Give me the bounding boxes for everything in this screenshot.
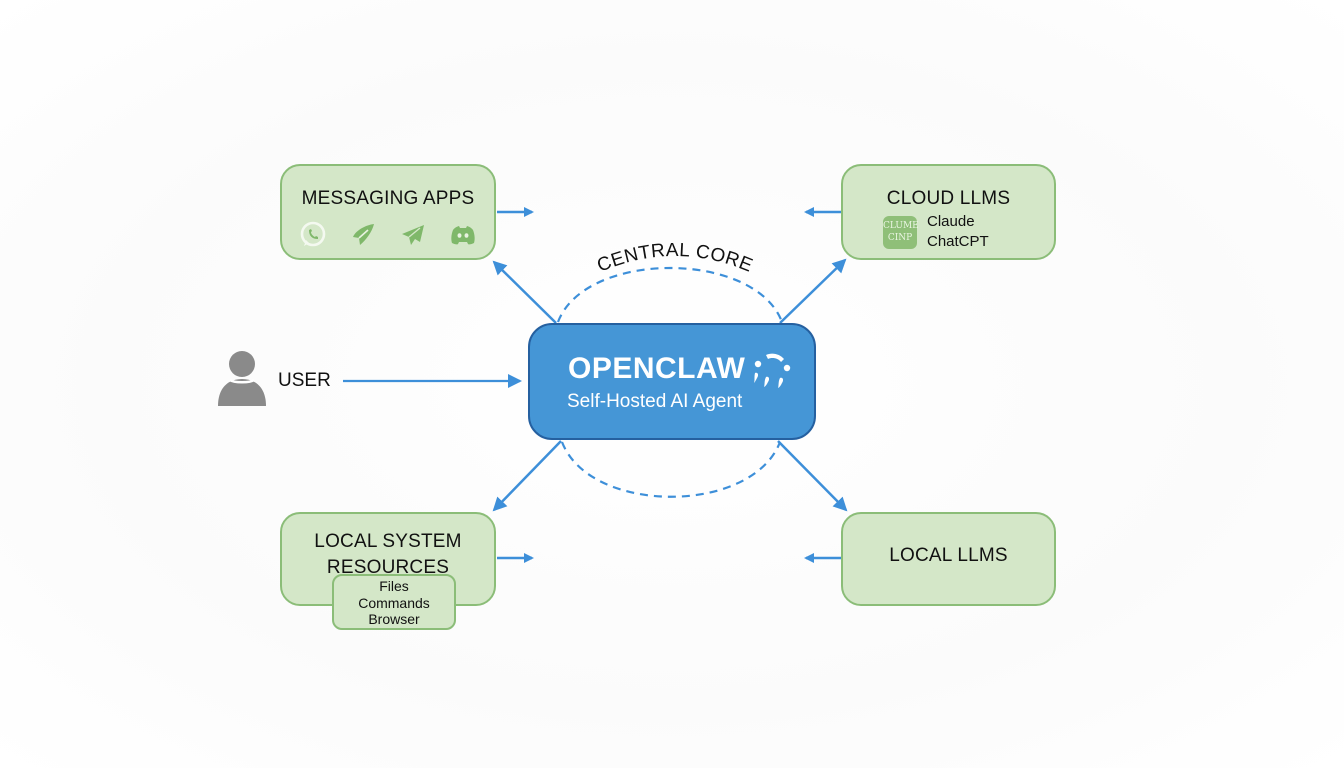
central-core-label: CENTRAL CORE: [594, 240, 756, 277]
cloud-model-badge-icon: CLUME CINP: [883, 216, 919, 249]
title-line: RESOURCES: [326, 557, 450, 578]
node-messaging-apps[interactable]: MESSAGING APPS: [280, 164, 496, 260]
whatsapp-icon: [300, 221, 326, 247]
cloud-model-list: Claude ChatCPT: [927, 212, 989, 252]
edge-core-to-local-system: [492, 440, 562, 512]
signal-paper-plane-icon: [353, 224, 374, 245]
telegram-icon: [402, 225, 424, 245]
node-local-llms[interactable]: LOCAL LLMS: [841, 512, 1056, 606]
core-title: OPENCLAW: [568, 352, 746, 385]
model-chatgpt: ChatCPT: [927, 233, 989, 250]
badge-line: CINP: [887, 233, 913, 243]
node-title: LOCAL SYSTEM RESOURCES: [282, 529, 494, 581]
node-title: MESSAGING APPS: [301, 188, 475, 209]
resource-commands: Commands: [358, 594, 430, 611]
core-subtitle: Self-Hosted AI Agent: [567, 391, 743, 412]
discord-icon: [451, 226, 475, 245]
node-title: LOCAL LLMS: [889, 545, 1008, 566]
node-openclaw-core[interactable]: OPENCLAW Self-Hosted AI Agent: [528, 323, 816, 440]
node-cloud-llms[interactable]: CLOUD LLMS CLUME CINP Claude ChatCPT: [841, 164, 1056, 260]
claw-dots-icon: [754, 353, 791, 388]
user-label: USER: [278, 370, 331, 391]
resource-browser: Browser: [368, 611, 420, 627]
title-line: LOCAL SYSTEM: [314, 531, 462, 552]
edge-core-to-cloud-llms: [779, 258, 847, 324]
edge-core-to-messaging: [492, 260, 557, 324]
central-core-ring-bottom: [560, 441, 782, 498]
resource-files: Files: [379, 578, 409, 594]
svg-text:CENTRAL CORE: CENTRAL CORE: [594, 240, 756, 277]
user-icon: [218, 351, 266, 406]
model-claude: Claude: [927, 213, 975, 230]
edge-core-to-local-llms: [777, 440, 848, 512]
node-title: CLOUD LLMS: [886, 188, 1011, 209]
badge-line: CLUME: [883, 221, 919, 231]
local-system-resource-list: Files Commands Browser: [332, 574, 456, 630]
central-core-ring-top: [556, 266, 784, 323]
messaging-app-icons: [298, 220, 478, 250]
